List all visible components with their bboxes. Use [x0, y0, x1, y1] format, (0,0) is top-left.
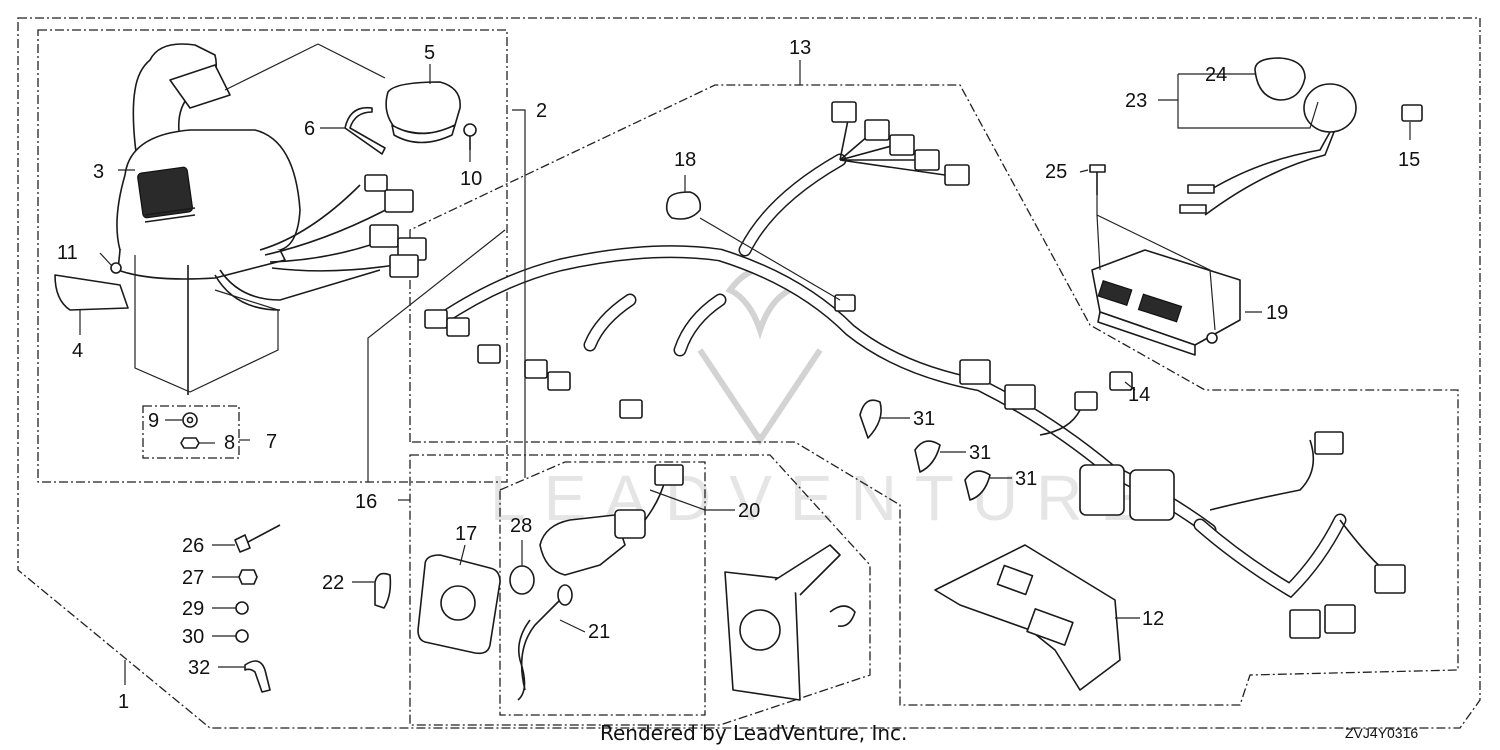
callout-10: 10 — [460, 168, 482, 190]
callout-14: 14 — [1128, 384, 1150, 406]
main-harness — [424, 101, 1406, 639]
outline-remote-control-group — [37, 29, 508, 483]
callout-9: 9 — [148, 410, 159, 432]
bracket — [934, 544, 1121, 691]
callout-31-c: 31 — [1015, 468, 1037, 490]
buzzer — [1179, 57, 1357, 216]
grommet-18 — [665, 191, 702, 220]
outline-switch-panel — [409, 454, 871, 726]
connector-15 — [1401, 104, 1423, 122]
callout-12: 12 — [1142, 608, 1164, 630]
nut-8 — [180, 437, 200, 449]
panel-assembly — [724, 544, 856, 701]
bolt-10 — [463, 123, 477, 150]
callout-26: 26 — [182, 535, 204, 557]
bolt-26 — [234, 534, 251, 553]
hardware — [234, 524, 281, 693]
lever-cover — [54, 274, 129, 311]
callout-13: 13 — [789, 37, 811, 59]
callout-17: 17 — [455, 523, 477, 545]
washer-9-inner — [186, 416, 194, 424]
clamp-22 — [374, 572, 392, 609]
washer-30 — [235, 629, 249, 643]
callout-4: 4 — [72, 340, 83, 362]
washer-29 — [235, 601, 249, 615]
grip — [385, 81, 461, 144]
remote-control-lever — [116, 43, 301, 395]
callout-20: 20 — [738, 500, 760, 522]
callout-24: 24 — [1205, 64, 1227, 86]
outline-main-switch — [499, 461, 706, 716]
callout-27: 27 — [182, 567, 204, 589]
callout-29: 29 — [182, 598, 204, 620]
callout-8: 8 — [224, 432, 235, 454]
callout-18: 18 — [674, 149, 696, 171]
tie-band-b — [914, 440, 941, 473]
callout-30: 30 — [182, 626, 204, 648]
leader-lines — [79, 43, 1411, 685]
callout-7: 7 — [266, 431, 277, 453]
tie-band-c — [964, 470, 991, 501]
switch-panel-cover — [417, 554, 501, 655]
seal-28 — [509, 565, 535, 595]
callout-21: 21 — [588, 621, 610, 643]
callout-11: 11 — [57, 242, 78, 264]
main-switch — [539, 464, 684, 576]
outline-nut-set — [142, 405, 240, 459]
bolt-25 — [1089, 164, 1106, 195]
outline-main-harness — [409, 84, 1459, 706]
remote-wires — [214, 174, 427, 311]
diagram-code: ZVJ4Y0316 — [1345, 725, 1418, 741]
control-unit — [1091, 249, 1241, 356]
lanyard — [517, 584, 573, 701]
callout-31-b: 31 — [969, 442, 991, 464]
tie-band-a — [859, 399, 882, 439]
callout-6: 6 — [304, 118, 315, 140]
callout-1: 1 — [118, 691, 129, 713]
callout-19: 19 — [1266, 302, 1288, 324]
clip-6 — [344, 106, 386, 155]
screw-11 — [110, 262, 122, 274]
outline-kit — [17, 17, 1481, 729]
clip-32 — [244, 660, 271, 693]
group-outlines — [17, 17, 1481, 729]
callout-23: 23 — [1125, 90, 1147, 112]
callout-16: 16 — [355, 491, 377, 513]
nut-27 — [238, 569, 258, 585]
connector-14 — [1109, 371, 1133, 391]
callout-2: 2 — [536, 100, 547, 122]
callout-31-a: 31 — [913, 408, 935, 430]
callout-15: 15 — [1398, 149, 1420, 171]
callout-3: 3 — [93, 161, 104, 183]
callout-numbers: 1 2 3 4 5 6 7 8 9 10 11 12 13 14 15 16 1… — [57, 37, 1420, 713]
callout-22: 22 — [322, 572, 344, 594]
render-credit: Rendered by LeadVenture, Inc. — [600, 721, 907, 745]
callout-5: 5 — [424, 42, 435, 64]
callout-28: 28 — [510, 515, 532, 537]
callout-25: 25 — [1045, 161, 1067, 183]
callout-32: 32 — [188, 657, 210, 679]
